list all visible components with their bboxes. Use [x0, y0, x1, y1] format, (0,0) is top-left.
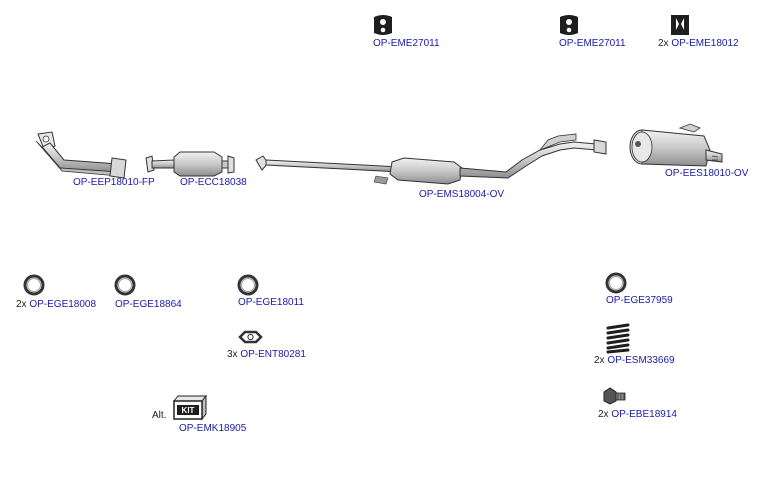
gasket-ring-icon[interactable] — [114, 274, 136, 296]
spring-icon[interactable] — [606, 323, 630, 354]
part-label-mount-1: OP-EME27011 — [373, 38, 440, 50]
part-label-front-pipe: OP-EEP18010-FP — [73, 177, 155, 189]
part-label-mount-2: OP-EME27011 — [559, 38, 626, 50]
part-code-link[interactable]: OP-EGE18864 — [115, 299, 182, 310]
hex-nut-icon[interactable] — [238, 330, 263, 344]
part-label-gasket-2: OP-EGE18864 — [115, 299, 182, 311]
part-label-gasket-4: OP-EGE37959 — [606, 295, 673, 307]
kit-box-icon[interactable]: KIT — [172, 394, 208, 421]
front-pipe-icon[interactable] — [35, 131, 127, 179]
part-label-middle-silencer: OP-EMS18004-OV — [419, 189, 504, 201]
part-label-kit: OP-EMK18905 — [179, 423, 246, 435]
part-code-link[interactable]: OP-EGE18011 — [238, 297, 304, 308]
part-quantity: 2x — [16, 299, 27, 310]
part-label-catalyst: OP-ECC18038 — [180, 177, 247, 189]
part-label-mount-3: 2x OP-EME18012 — [658, 38, 739, 50]
part-label-spring: 2x OP-ESM33669 — [594, 355, 675, 367]
part-quantity: 3x — [227, 349, 238, 360]
rubber-mount-icon[interactable] — [374, 15, 392, 35]
part-code-link[interactable]: OP-EMK18905 — [179, 423, 247, 434]
part-label-gasket-3: OP-EGE18011 — [238, 297, 304, 309]
part-code-link[interactable]: OP-EGE18008 — [29, 299, 97, 310]
kit-box-text: KIT — [182, 406, 195, 415]
rubber-mount-icon[interactable] — [560, 15, 578, 35]
gasket-ring-icon[interactable] — [605, 272, 627, 294]
middle-silencer-icon[interactable] — [255, 133, 607, 185]
rear-silencer-icon[interactable] — [629, 123, 723, 167]
part-label-gasket-1: 2x OP-EGE18008 — [16, 299, 96, 311]
part-code-link[interactable]: OP-EES18010-OV — [665, 168, 749, 179]
part-quantity: 2x — [594, 355, 605, 366]
part-code-link[interactable]: OP-ENT80281 — [240, 349, 306, 360]
part-label-nut: 3x OP-ENT80281 — [227, 349, 306, 361]
part-quantity: 2x — [598, 409, 609, 420]
gasket-ring-icon[interactable] — [23, 274, 45, 296]
part-code-link[interactable]: OP-EME27011 — [373, 38, 440, 49]
part-code-link[interactable]: OP-ECC18038 — [180, 177, 247, 188]
part-code-link[interactable]: OP-EME27011 — [559, 38, 626, 49]
part-label-bolt: 2x OP-EBE18914 — [598, 409, 677, 421]
part-quantity: 2x — [658, 38, 669, 49]
part-code-link[interactable]: OP-EEP18010-FP — [73, 177, 155, 188]
part-code-link[interactable]: OP-EBE18914 — [611, 409, 677, 420]
part-code-link[interactable]: OP-ESM33669 — [607, 355, 675, 366]
gasket-ring-icon[interactable] — [237, 274, 259, 296]
bolt-icon[interactable] — [603, 387, 626, 405]
part-code-link[interactable]: OP-EGE37959 — [606, 295, 673, 306]
rubber-mount-icon[interactable] — [671, 15, 689, 35]
part-code-link[interactable]: OP-EME18012 — [671, 38, 739, 49]
alt-label: Alt. — [152, 410, 167, 421]
catalytic-converter-icon[interactable] — [145, 151, 235, 177]
part-label-rear-silencer: OP-EES18010-OV — [665, 168, 748, 180]
part-code-link[interactable]: OP-EMS18004-OV — [419, 189, 505, 200]
